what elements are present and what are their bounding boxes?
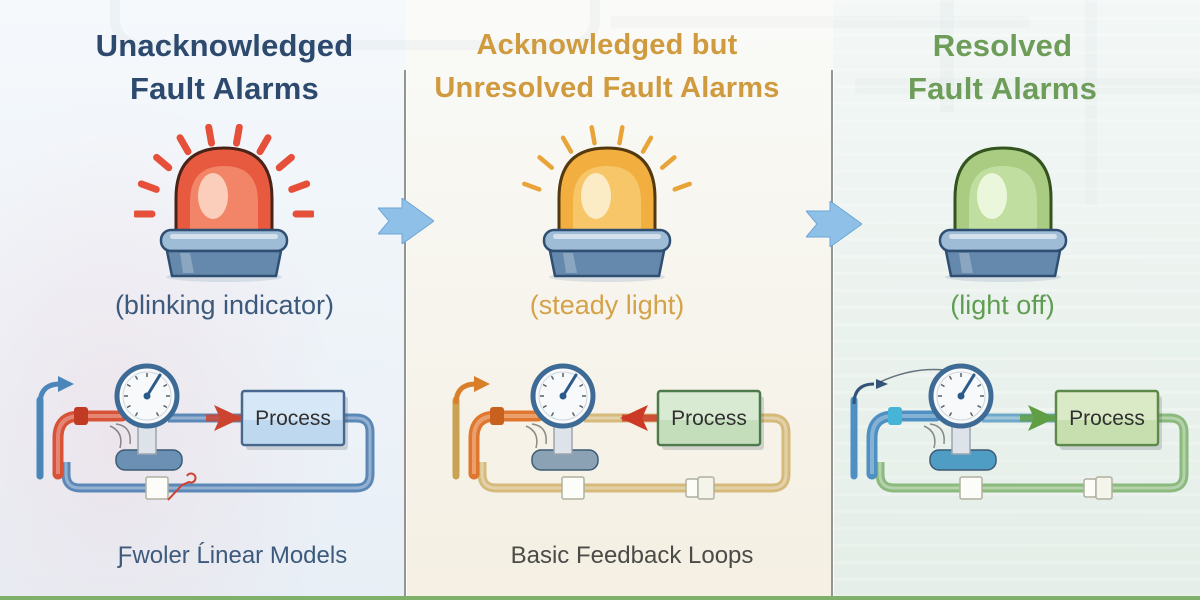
beacon-base-shine <box>553 234 661 239</box>
beacon-base-lip <box>160 228 289 253</box>
hose-squiggle <box>109 423 131 449</box>
pipe-fitting <box>1082 478 1097 498</box>
flow-arrow-icon <box>213 405 242 431</box>
blink-rays-icon <box>134 124 315 218</box>
return-pipe-loop <box>875 413 1188 493</box>
gauge-hub <box>143 392 150 400</box>
alarm-beacon-green <box>938 146 1067 282</box>
gauge-inner-ring <box>538 371 588 421</box>
gauge-hub <box>957 392 964 400</box>
beacon-highlight <box>976 173 1007 219</box>
panel-divider <box>404 70 406 600</box>
fixture-arrowhead-icon <box>474 376 490 392</box>
beacon-base-shine2 <box>180 253 195 273</box>
title-line1: Acknowledged but <box>476 29 738 61</box>
pipe-coupling <box>887 407 902 425</box>
step-arrow-icon <box>806 201 862 247</box>
title-line1: Resolved <box>932 28 1073 63</box>
pipe-fitting <box>561 476 585 500</box>
pipe-coupling <box>73 407 88 425</box>
beacon-base-shine2 <box>958 253 973 273</box>
gauge-inner-ring <box>122 371 171 421</box>
beacon-base-lip <box>938 228 1067 253</box>
beacon-base-shine <box>170 234 279 239</box>
red-clip <box>166 472 196 501</box>
beacon-caption: (steady light) <box>529 290 685 320</box>
title-line2: Fault Alarms <box>907 71 1098 106</box>
return-pipe-shine <box>878 416 1185 490</box>
flow-arrow-icon <box>620 405 648 431</box>
return-pipe-loop <box>61 413 374 493</box>
pipe-fitting <box>697 476 715 500</box>
steady-rays-icon <box>522 125 692 192</box>
flow-arrow-icon <box>1027 405 1056 431</box>
pipe-fitting <box>144 476 169 500</box>
return-pipe-shine <box>64 416 371 490</box>
gauge-inner-ring <box>936 371 985 421</box>
feedback-loop-diagram: Process <box>452 363 791 500</box>
beacon-caption: (blinking indicator) <box>114 290 335 320</box>
gauge-hub <box>559 392 567 400</box>
title-line1: Unacknowledged <box>95 28 354 63</box>
beacon-caption: (light off) <box>950 290 1055 320</box>
process-box-lower <box>660 420 758 443</box>
pipe-fitting <box>685 478 699 498</box>
panel-divider <box>831 70 833 600</box>
step-arrow-icon <box>378 198 434 244</box>
beacon-highlight <box>581 173 611 219</box>
beacon-base-body <box>944 249 1061 278</box>
gauge-needle <box>145 373 161 398</box>
fixture-hook <box>453 381 477 405</box>
title-line2: Fault Alarms <box>129 71 319 106</box>
process-box-label: Process <box>1069 407 1145 430</box>
beacon-base-shine2 <box>563 253 577 273</box>
panel-footer-label: Basic Feedback Loops <box>510 542 754 569</box>
bottom-border <box>0 596 1200 600</box>
hose-squiggle <box>525 423 547 449</box>
pipe-fitting <box>958 476 983 500</box>
beacon-base-body <box>166 249 283 278</box>
beacon-base-shine <box>948 234 1057 239</box>
feedback-loop-diagram: Process <box>850 363 1188 500</box>
panel-footer-label: Ƒwoler Ĺinear Models <box>117 542 348 569</box>
pipe-coupling <box>490 407 504 425</box>
alarm-beacon-red <box>134 124 315 282</box>
alarm-beacon-amber <box>522 125 692 282</box>
process-box-label: Process <box>671 407 747 430</box>
fixture-hook <box>37 381 60 405</box>
return-pipe-loop <box>477 413 791 493</box>
gauge-needle <box>959 373 975 398</box>
beacon-base-body <box>548 249 666 278</box>
fixture-arrowhead-icon <box>875 379 888 389</box>
title-line2: Unresolved Fault Alarms <box>434 72 780 104</box>
return-pipe-shine <box>480 416 788 490</box>
hose-squiggle <box>923 423 945 449</box>
process-box-lower <box>1057 420 1156 443</box>
fixture-arrowhead-icon <box>57 376 74 392</box>
beacon-base-lip <box>542 228 672 253</box>
beacon-highlight <box>198 173 229 219</box>
fixture-hook <box>852 382 874 405</box>
process-box-label: Process <box>255 407 331 430</box>
process-box-lower <box>243 420 342 443</box>
pipe-fitting <box>1094 476 1113 500</box>
gauge-needle <box>561 373 578 398</box>
feedback-loop-diagram: Process <box>36 363 374 501</box>
